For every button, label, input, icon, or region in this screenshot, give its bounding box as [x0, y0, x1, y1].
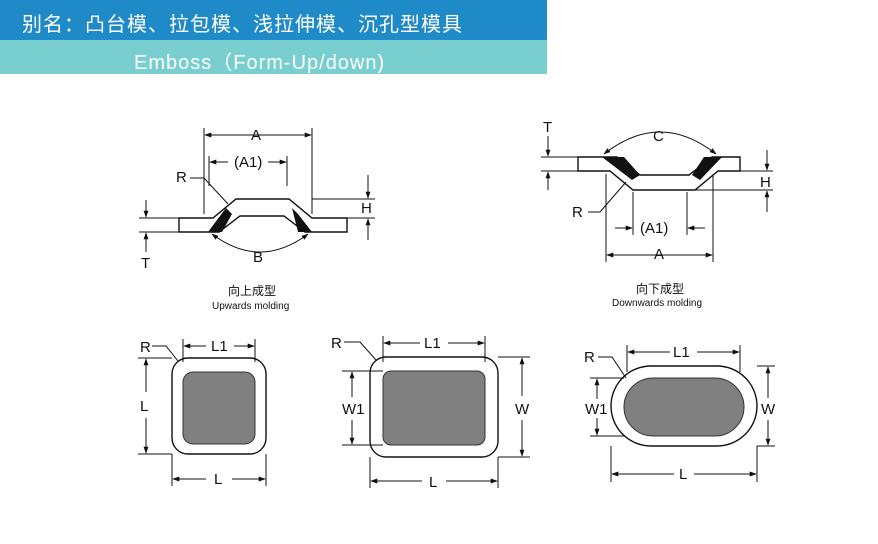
rectangle-label-R: R	[331, 335, 342, 352]
rectangle-emboss-fill	[382, 370, 486, 446]
banner-title: 别名：凸台模、拉包模、浅拉伸模、沉孔型模具	[22, 12, 463, 36]
upwards-labels: A (A1) R H T B 向上成型 Upwards molding	[141, 127, 372, 312]
downwards-molding-diagram	[541, 131, 773, 262]
subtitle-banner: Emboss（Form-Up/down)	[0, 40, 547, 74]
downwards-hatch-left	[602, 157, 640, 180]
rectangle-label-W: W	[515, 401, 530, 418]
square-label-L-vertical: L	[140, 398, 148, 415]
banner-subtitle: Emboss（Form-Up/down)	[134, 52, 386, 74]
upwards-label-A: A	[251, 127, 261, 144]
square-label-L1: L1	[211, 338, 228, 355]
upwards-hatch-left	[208, 208, 232, 232]
square-label-R: R	[140, 339, 151, 356]
rectangle-label-W1: W1	[342, 401, 365, 418]
rectangle-emboss-diagram	[342, 336, 530, 488]
obround-label-L1: L1	[673, 344, 690, 361]
obround-label-R: R	[584, 349, 595, 366]
obround-labels: R L1 W1 W L	[584, 344, 776, 483]
square-label-L-bottom: L	[214, 471, 222, 488]
obround-label-W1: W1	[585, 401, 608, 418]
downwards-labels: C T H R (A1) A 向下成型 Downwards molding	[543, 119, 771, 309]
upwards-hatch-right	[292, 208, 312, 232]
obround-label-W: W	[761, 401, 776, 418]
downwards-label-H: H	[760, 174, 771, 191]
obround-emboss-diagram	[590, 345, 775, 482]
upwards-molding-diagram	[139, 128, 375, 253]
square-emboss-fill	[182, 371, 256, 445]
square-emboss-diagram	[138, 339, 267, 486]
upwards-label-T: T	[141, 255, 150, 272]
downwards-hatch-right	[692, 157, 722, 180]
title-banner: 别名：凸台模、拉包模、浅拉伸模、沉孔型模具	[0, 0, 547, 40]
upwards-caption-en: Upwards molding	[212, 301, 289, 312]
downwards-label-T: T	[543, 119, 552, 136]
rectangle-label-L: L	[429, 474, 437, 491]
upwards-caption-cn: 向上成型	[228, 283, 276, 298]
upwards-label-H: H	[361, 200, 372, 217]
upwards-label-R: R	[176, 169, 187, 186]
downwards-label-A1: (A1)	[640, 220, 668, 237]
downwards-label-A: A	[654, 246, 664, 263]
obround-label-L: L	[679, 466, 687, 483]
rectangle-labels: R L1 W1 W L	[331, 335, 530, 491]
downwards-caption-cn: 向下成型	[636, 281, 684, 296]
square-labels: R L1 L L	[140, 338, 228, 488]
downwards-caption-en: Downwards molding	[612, 298, 702, 309]
rectangle-label-L1: L1	[424, 335, 441, 352]
upwards-label-B: B	[253, 249, 263, 266]
downwards-label-C: C	[653, 128, 664, 145]
downwards-label-R: R	[572, 204, 583, 221]
upwards-label-A1: (A1)	[234, 154, 262, 171]
obround-emboss-fill	[623, 377, 745, 437]
